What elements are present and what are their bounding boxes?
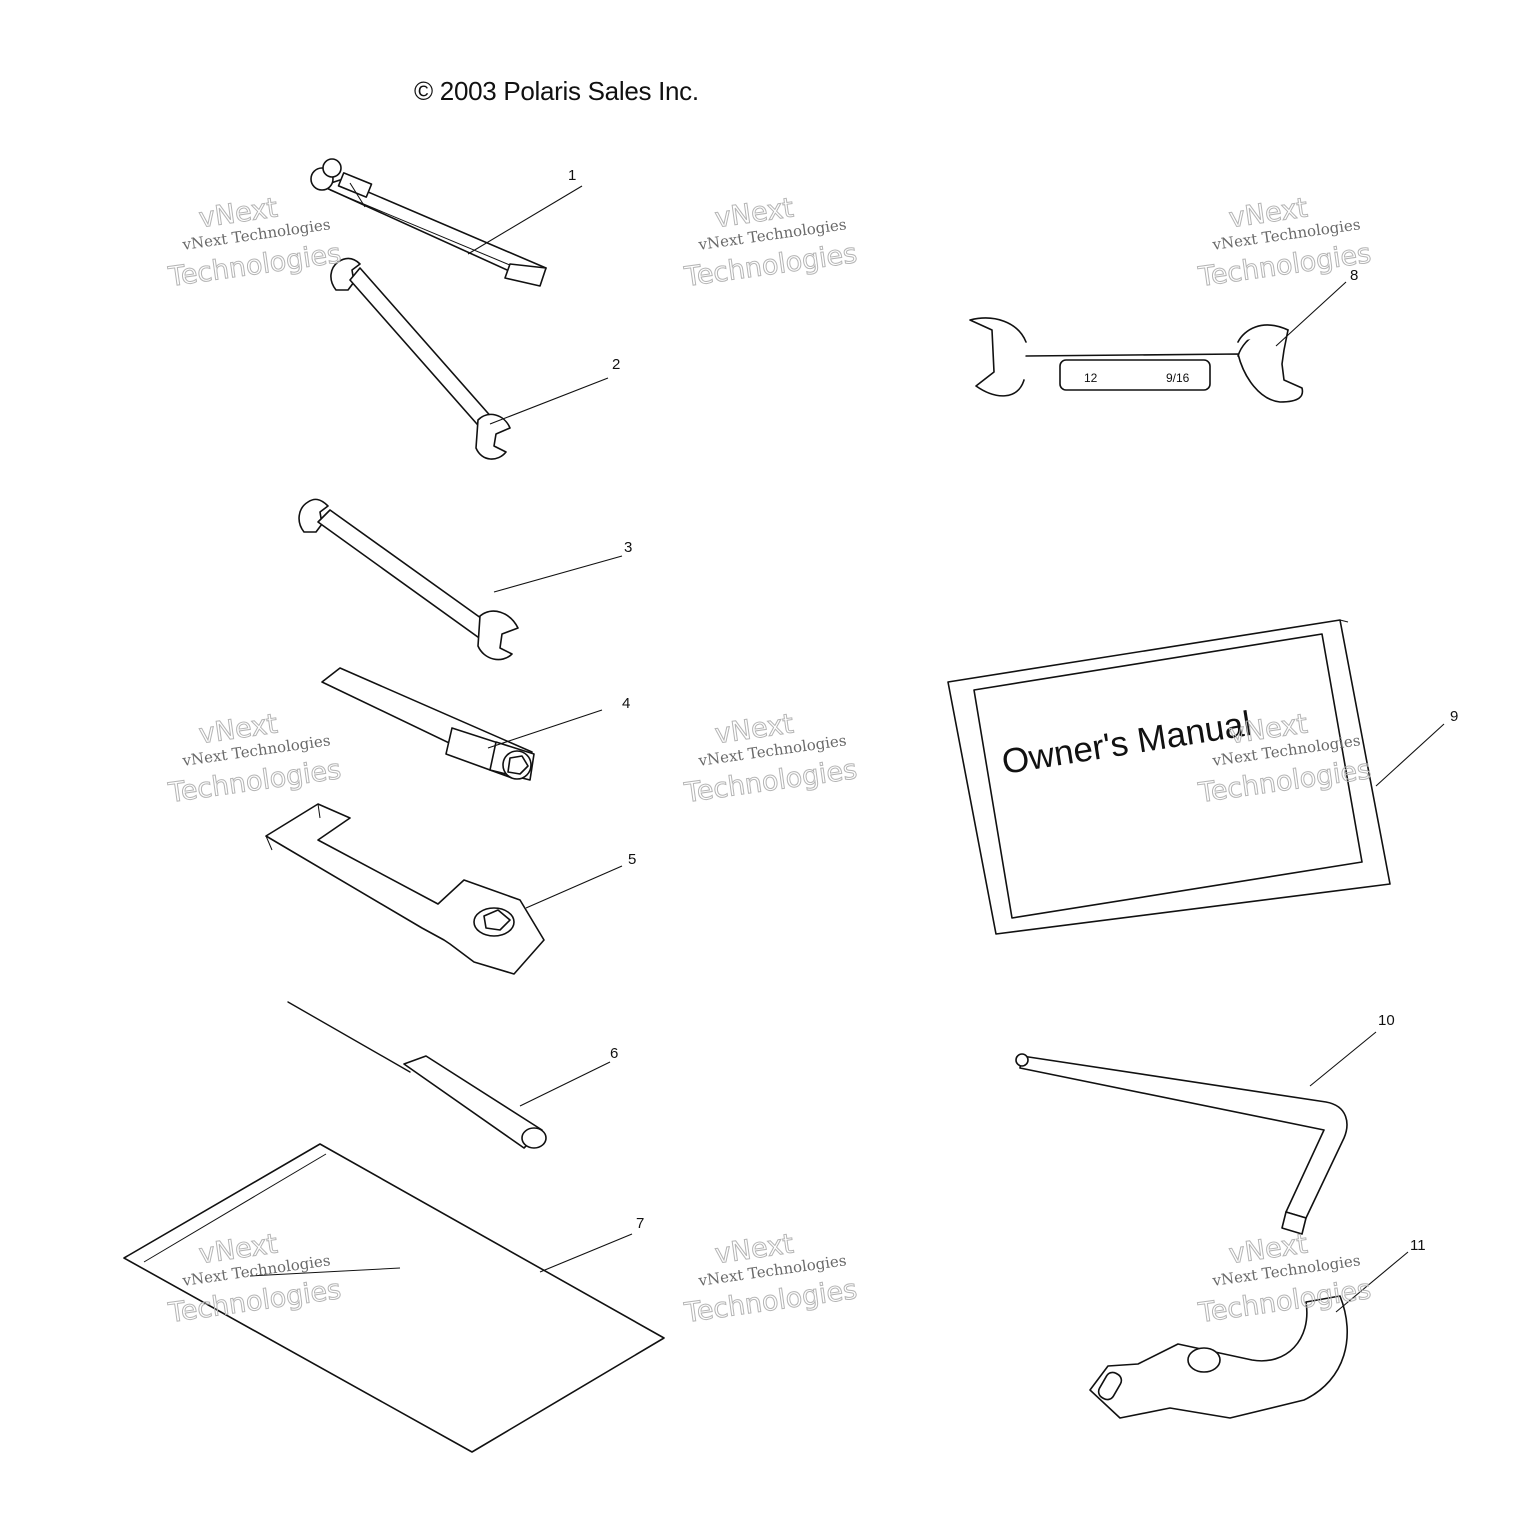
part-1-pressure-gauge xyxy=(310,158,547,287)
part-5-spark-plug-tool xyxy=(265,803,545,975)
callout-5: 5 xyxy=(628,851,636,868)
copyright-notice: © 2003 Polaris Sales Inc. xyxy=(414,76,699,106)
watermark: vNext vNext Technologies Technologies xyxy=(165,708,343,810)
callout-6: 6 xyxy=(610,1045,618,1062)
part-11-bracket xyxy=(1089,1295,1348,1419)
callout-7: 7 xyxy=(636,1215,644,1232)
callout-10: 10 xyxy=(1378,1012,1395,1029)
watermark: vNext vNext Technologies Technologies xyxy=(681,192,859,294)
part-4-socket-wrench xyxy=(321,667,535,781)
part-7-bag xyxy=(123,1143,665,1453)
watermark: vNext vNext Technologies Technologies xyxy=(681,708,859,810)
watermark: vNext vNext Technologies Technologies xyxy=(1195,192,1373,294)
part-8-open-end-wrench xyxy=(969,317,1304,403)
watermark: vNext vNext Technologies Technologies xyxy=(1195,708,1373,810)
callout-8: 8 xyxy=(1350,267,1358,284)
callout-numbers: 1 2 3 4 5 6 7 8 9 10 11 xyxy=(568,167,1458,1254)
part-10-hex-key xyxy=(1015,1053,1348,1235)
wrench-marking-12: 12 xyxy=(1084,371,1098,385)
watermark: vNext vNext Technologies Technologies xyxy=(681,1228,859,1330)
callout-11: 11 xyxy=(1410,1237,1426,1254)
part-2-wrench xyxy=(330,257,511,460)
part-6-screwdriver xyxy=(287,1001,547,1149)
callout-4: 4 xyxy=(622,695,630,712)
part-3-wrench xyxy=(298,498,519,661)
watermark: vNext vNext Technologies Technologies xyxy=(165,192,343,294)
part-9-owners-manual xyxy=(947,619,1391,935)
leader-lines xyxy=(467,185,1445,1313)
callout-9: 9 xyxy=(1450,708,1458,725)
callout-1: 1 xyxy=(568,167,576,184)
callout-2: 2 xyxy=(612,356,620,373)
wrench-marking-9-16: 9/16 xyxy=(1166,371,1190,385)
callout-3: 3 xyxy=(624,539,632,556)
